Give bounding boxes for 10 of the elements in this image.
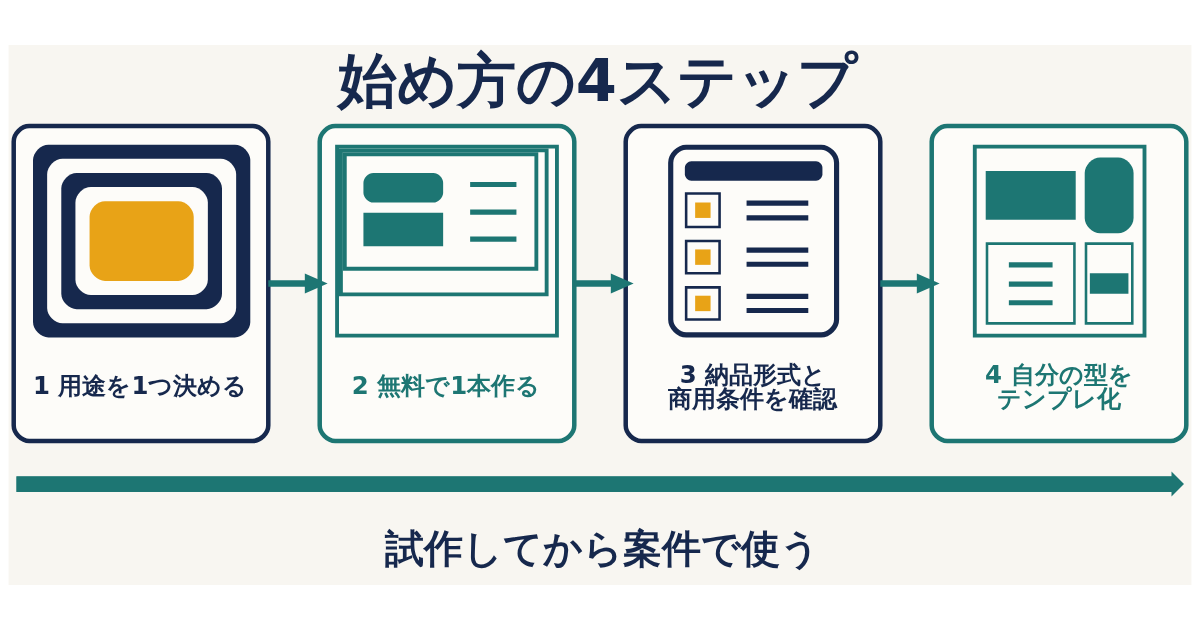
arrow [574, 273, 634, 294]
label: 試作してから案件で使う [384, 525, 820, 571]
node-box: 4 自分の型をテンプレ化 [929, 123, 1189, 444]
arrow [268, 273, 328, 294]
node-box: 2 無料で1本作る [317, 123, 577, 444]
arrow [880, 273, 940, 294]
node-box: 1 用途を1つ決める [11, 123, 271, 444]
diagram-title: 始め方の4ステップ [337, 46, 857, 116]
node-box: 3 納品形式と商用条件を確認 [623, 123, 883, 444]
node-arrow [16, 471, 1184, 497]
